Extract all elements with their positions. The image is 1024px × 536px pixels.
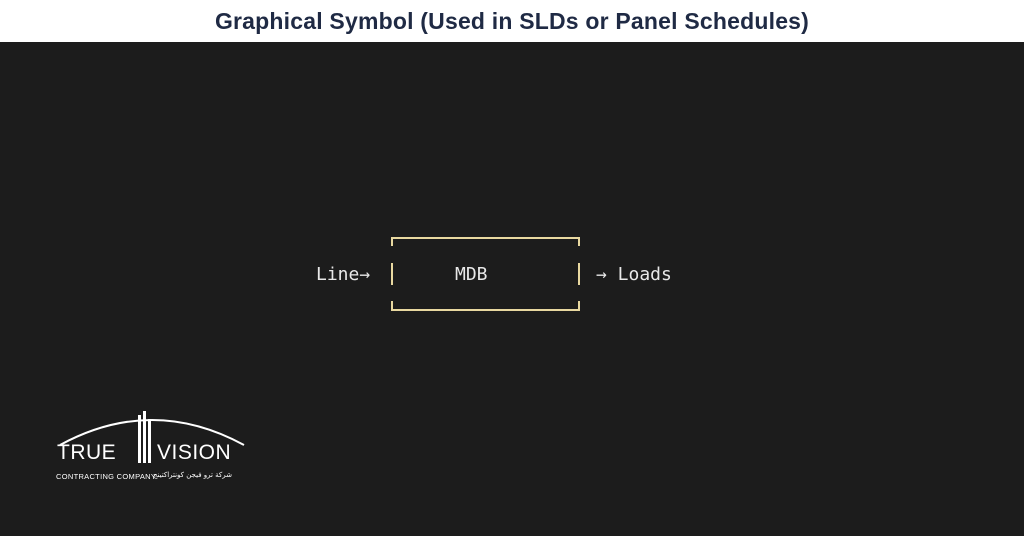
logo-word-true: TRUE bbox=[57, 441, 117, 464]
mdb-box-symbol bbox=[391, 237, 580, 311]
logo-arabic-tagline: شركة ترو فيجن كونتراكتينج bbox=[153, 471, 232, 479]
box-bottom-edge bbox=[391, 301, 580, 311]
logo-word-vision: VISION bbox=[157, 441, 232, 464]
output-loads-label: → Loads bbox=[596, 264, 672, 285]
logo-arc-icon bbox=[59, 411, 245, 463]
page-title: Graphical Symbol (Used in SLDs or Panel … bbox=[214, 7, 810, 34]
mdb-label: MDB bbox=[455, 264, 488, 285]
input-line-label: Line→ bbox=[316, 264, 371, 285]
logo-tagline: CONTRACTING COMPANY bbox=[56, 472, 157, 481]
header-bar: Graphical Symbol (Used in SLDs or Panel … bbox=[0, 0, 1024, 42]
company-logo: TRUE VISION CONTRACTING COMPANY شركة ترو… bbox=[52, 405, 252, 495]
building-bars-icon bbox=[138, 411, 151, 463]
box-top-edge bbox=[391, 237, 580, 246]
diagram-canvas bbox=[0, 42, 1024, 536]
